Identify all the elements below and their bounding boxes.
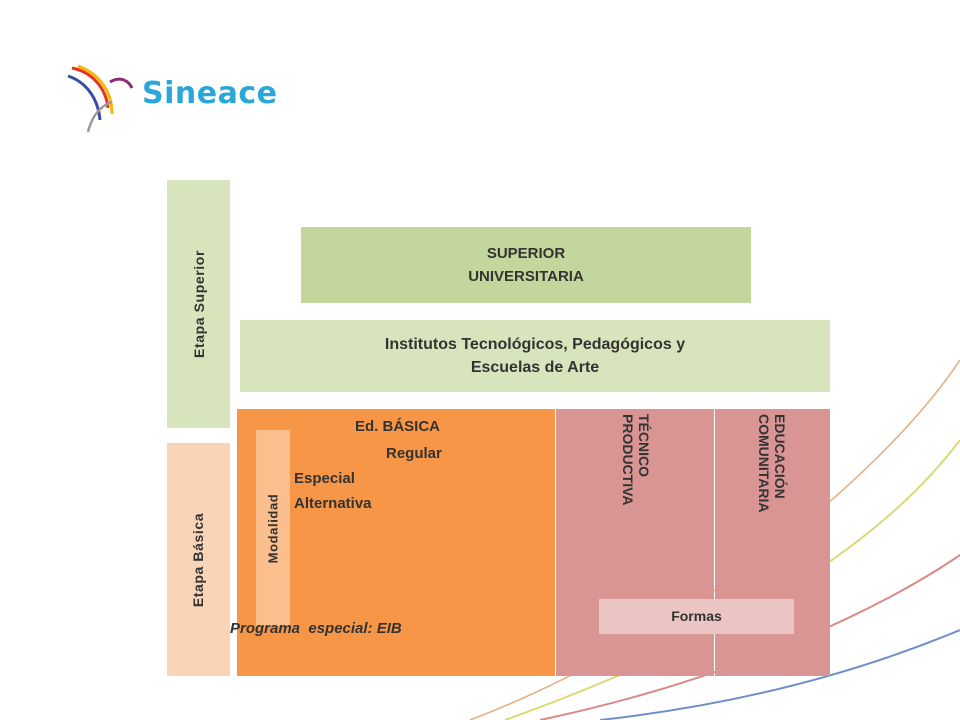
superior-line-2: UNIVERSITARIA xyxy=(468,268,584,285)
institutos-line-2: Escuelas de Arte xyxy=(470,359,600,376)
basica-title: Ed. BÁSICA xyxy=(355,418,441,435)
formas-label: Formas xyxy=(671,608,722,624)
sineace-logo-text: Sineace xyxy=(142,76,278,111)
etapa-superior-column: Etapa Superior xyxy=(167,180,230,428)
educacion-basica-block xyxy=(237,409,555,676)
basica-regular: Regular xyxy=(386,445,442,462)
sineace-logo-icon xyxy=(67,64,134,133)
modalidad-bar: Modalidad xyxy=(256,430,290,626)
basica-especial: Especial xyxy=(294,470,355,487)
formas-label-box: Formas xyxy=(599,599,794,634)
tecnico-productiva-text: TÉCNICO PRODUCTIVA xyxy=(612,414,660,534)
basica-alternativa: Alternativa xyxy=(294,495,372,512)
superior-universitaria-box: SUPERIOR UNIVERSITARIA xyxy=(301,227,751,303)
etapa-basica-column: Etapa Básica xyxy=(167,443,230,676)
institutos-box: Institutos Tecnológicos, Pedagógicos y E… xyxy=(240,320,830,392)
tecnico-line-1: TÉCNICO xyxy=(636,414,652,477)
superior-line-1: SUPERIOR xyxy=(486,245,566,262)
modalidad-label: Modalidad xyxy=(265,493,281,563)
tecnico-line-2: PRODUCTIVA xyxy=(620,414,636,506)
programa-especial-label: Programa especial: EIB xyxy=(230,620,402,637)
comunitaria-line-2: COMUNITARIA xyxy=(756,414,772,513)
educacion-comunitaria-text: EDUCACIÓN COMUNITARIA xyxy=(748,414,796,544)
etapa-superior-label: Etapa Superior xyxy=(190,250,207,358)
curve-blue xyxy=(599,629,960,720)
institutos-line-1: Institutos Tecnológicos, Pedagógicos y xyxy=(384,336,686,353)
etapa-basica-label: Etapa Básica xyxy=(190,512,207,607)
comunitaria-line-1: EDUCACIÓN xyxy=(772,414,788,499)
